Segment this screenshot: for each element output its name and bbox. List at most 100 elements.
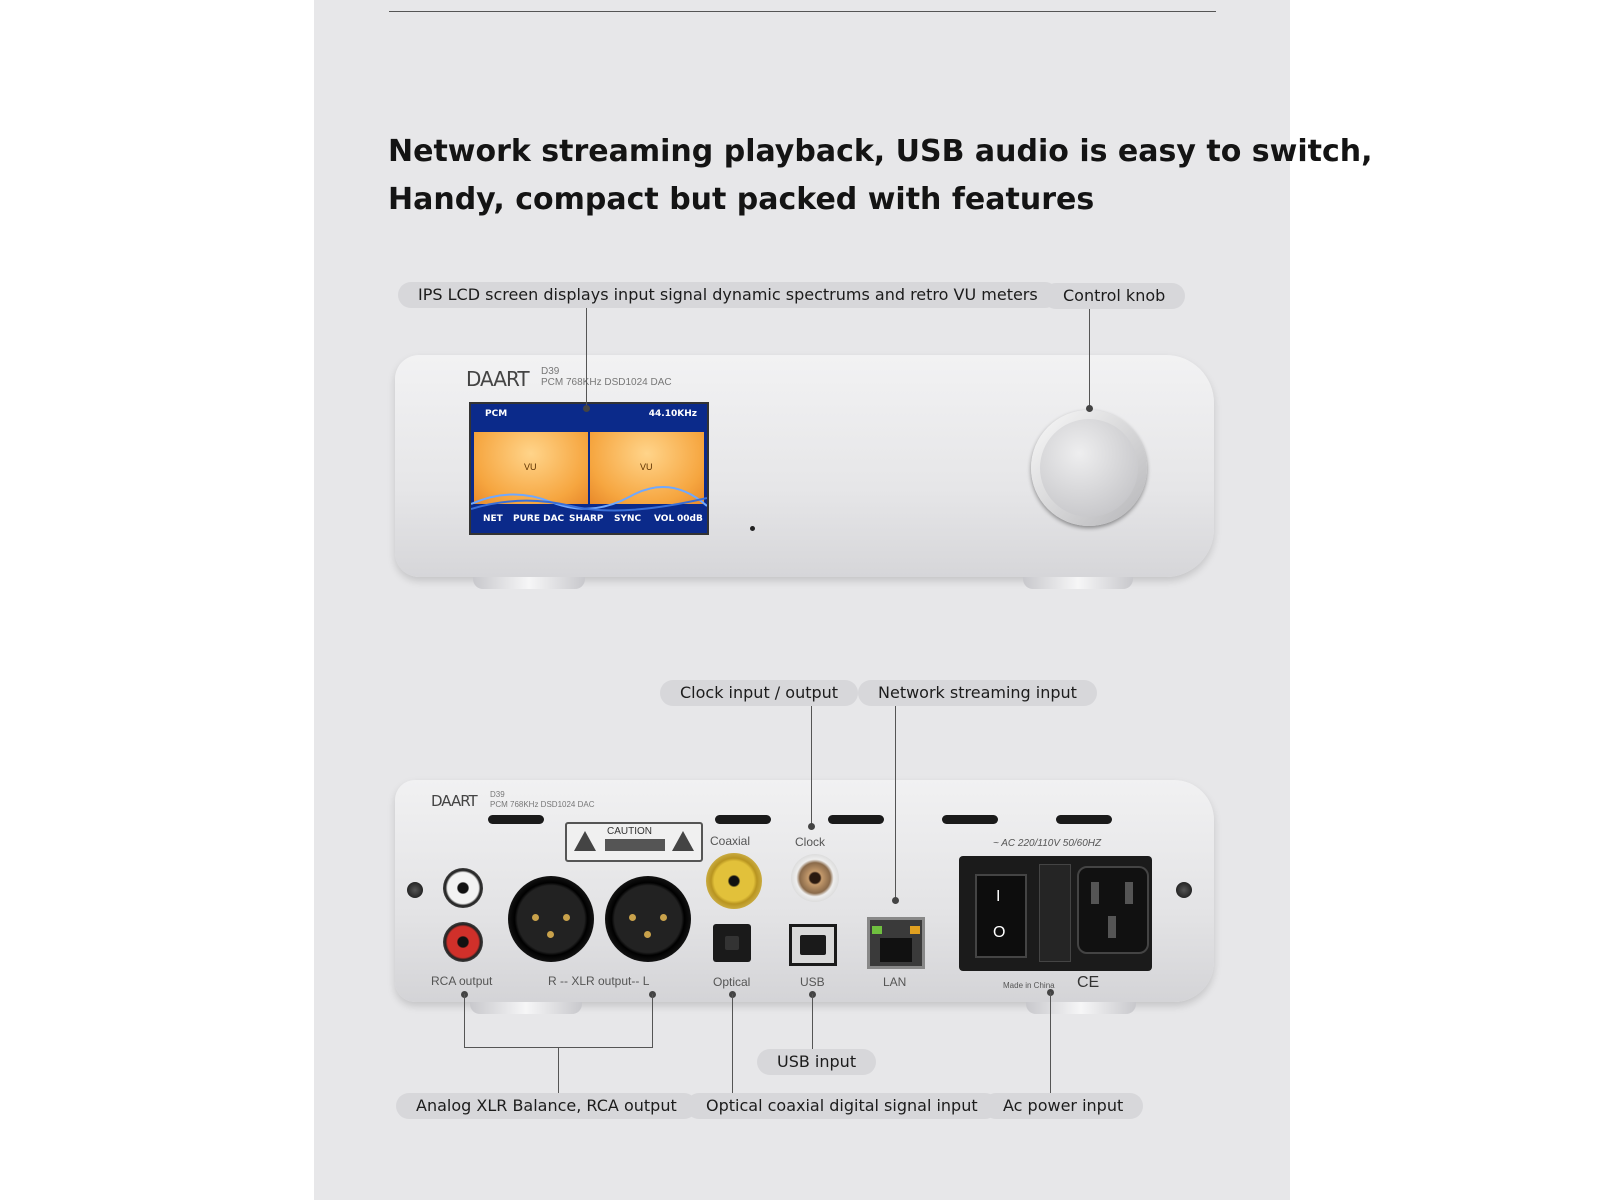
callout-lcd: IPS LCD screen displays input signal dyn… (398, 282, 1058, 308)
leader-analog (558, 1047, 559, 1093)
leader-knob (1089, 309, 1090, 408)
vu-label-right: VU (640, 462, 653, 472)
control-knob[interactable] (1031, 410, 1147, 526)
headline-line-2: Handy, compact but packed with features (388, 182, 1095, 217)
clock-bnc-connector[interactable] (791, 854, 839, 902)
vent-slot (942, 815, 998, 824)
front-model: D39 (541, 366, 560, 377)
caution-label: CAUTION (565, 822, 703, 862)
lcd-sample-rate: 44.10KHz (648, 409, 697, 419)
optical-input[interactable] (713, 924, 751, 962)
rear-foot-right (1026, 1002, 1136, 1014)
lcd-status-vol: VOL (654, 514, 675, 524)
ce-mark: CE (1077, 974, 1100, 991)
spectrum-wave (471, 486, 707, 512)
xlr-pin (563, 914, 570, 921)
callout-analog: Analog XLR Balance, RCA output (396, 1093, 697, 1119)
power-switch-on: I (996, 888, 1001, 905)
rca-output-label: RCA output (431, 974, 493, 988)
iec-power-inlet[interactable] (1077, 866, 1149, 954)
usb-label: USB (800, 975, 825, 989)
lcd-status-pure-dac: PURE DAC (513, 514, 565, 524)
callout-optical: Optical coaxial digital signal input (686, 1093, 998, 1119)
lcd-status-sync: SYNC (614, 514, 642, 524)
top-divider (389, 11, 1216, 12)
usb-b-input[interactable] (789, 924, 837, 966)
callout-usb: USB input (757, 1049, 877, 1075)
iec-pin (1091, 882, 1099, 904)
leader-optical (732, 994, 733, 1093)
rca-output-red[interactable] (443, 922, 483, 962)
front-spec: PCM 768KHz DSD1024 DAC (541, 377, 672, 388)
xlr-pin (644, 931, 651, 938)
lcd-status-sharp: SHARP (569, 514, 604, 524)
ir-sensor (750, 526, 755, 531)
xlr-pin (660, 914, 667, 921)
made-in-label: Made in China (1003, 981, 1055, 990)
usb-port (800, 935, 826, 955)
front-brand-logo: DAART (466, 367, 530, 391)
power-switch[interactable]: I O (975, 874, 1027, 958)
leader-rca (464, 994, 465, 1047)
leader-usb (812, 994, 813, 1049)
xlr-output-left[interactable] (605, 876, 691, 962)
iec-pin (1108, 916, 1116, 938)
lan-led (872, 926, 882, 934)
screw (1176, 882, 1192, 898)
clock-label: Clock (795, 835, 826, 849)
leader-knob-dot (1086, 405, 1093, 412)
lan-label: LAN (883, 975, 907, 989)
lan-input[interactable] (867, 917, 925, 969)
caution-text: CAUTION (607, 826, 652, 837)
leader-clock (811, 706, 812, 826)
fuse-holder[interactable] (1039, 864, 1071, 962)
lcd-status-volume: 00dB (677, 514, 703, 524)
power-module: I O (959, 856, 1152, 971)
control-knob-face (1040, 419, 1138, 517)
rear-spec: PCM 768KHz DSD1024 DAC (490, 800, 595, 809)
leader-lcd-dot (583, 405, 590, 412)
xlr-output-label: R -- XLR output-- L (548, 974, 650, 988)
rear-brand-logo: DAART (431, 792, 478, 810)
coaxial-input[interactable] (706, 853, 762, 909)
leader-clock-dot (808, 823, 815, 830)
rear-model: D39 (490, 790, 505, 799)
optical-label: Optical (713, 975, 751, 989)
rca-output-white[interactable] (443, 868, 483, 908)
callout-network: Network streaming input (858, 680, 1097, 706)
xlr-pin (629, 914, 636, 921)
rear-foot-left (470, 1002, 582, 1014)
screw (407, 882, 423, 898)
vu-label-left: VU (524, 462, 537, 472)
vent-slot (488, 815, 544, 824)
vent-slot (828, 815, 884, 824)
vent-slot (715, 815, 771, 824)
vent-slot (1056, 815, 1112, 824)
callout-knob: Control knob (1043, 283, 1186, 309)
leader-network-dot (892, 897, 899, 904)
callout-power: Ac power input (983, 1093, 1144, 1119)
front-foot-right (1023, 577, 1133, 589)
caution-plate (605, 839, 665, 851)
coaxial-label: Coaxial (710, 834, 751, 848)
leader-network (895, 706, 896, 900)
headline: Network streaming playback, USB audio is… (388, 128, 1373, 224)
warning-icon (672, 831, 694, 851)
vu-meter-left: VU (474, 432, 588, 504)
power-switch-off: O (993, 924, 1006, 941)
lan-led (910, 926, 920, 934)
lan-port (880, 938, 912, 962)
iec-pin (1125, 882, 1133, 904)
voltage-label: ~ AC 220/110V 50/60HZ (993, 838, 1102, 849)
headline-line-1: Network streaming playback, USB audio is… (388, 134, 1373, 169)
front-foot-left (473, 577, 585, 589)
xlr-output-right[interactable] (508, 876, 594, 962)
warning-icon (574, 831, 596, 851)
leader-power (1050, 992, 1051, 1093)
leader-lcd (586, 308, 587, 408)
optical-port (725, 936, 739, 950)
leader-xlr (652, 994, 653, 1047)
lcd-screen: PCM 44.10KHz VU VU NET PURE DAC SHARP SY… (469, 402, 709, 535)
xlr-pin (532, 914, 539, 921)
xlr-pin (547, 931, 554, 938)
